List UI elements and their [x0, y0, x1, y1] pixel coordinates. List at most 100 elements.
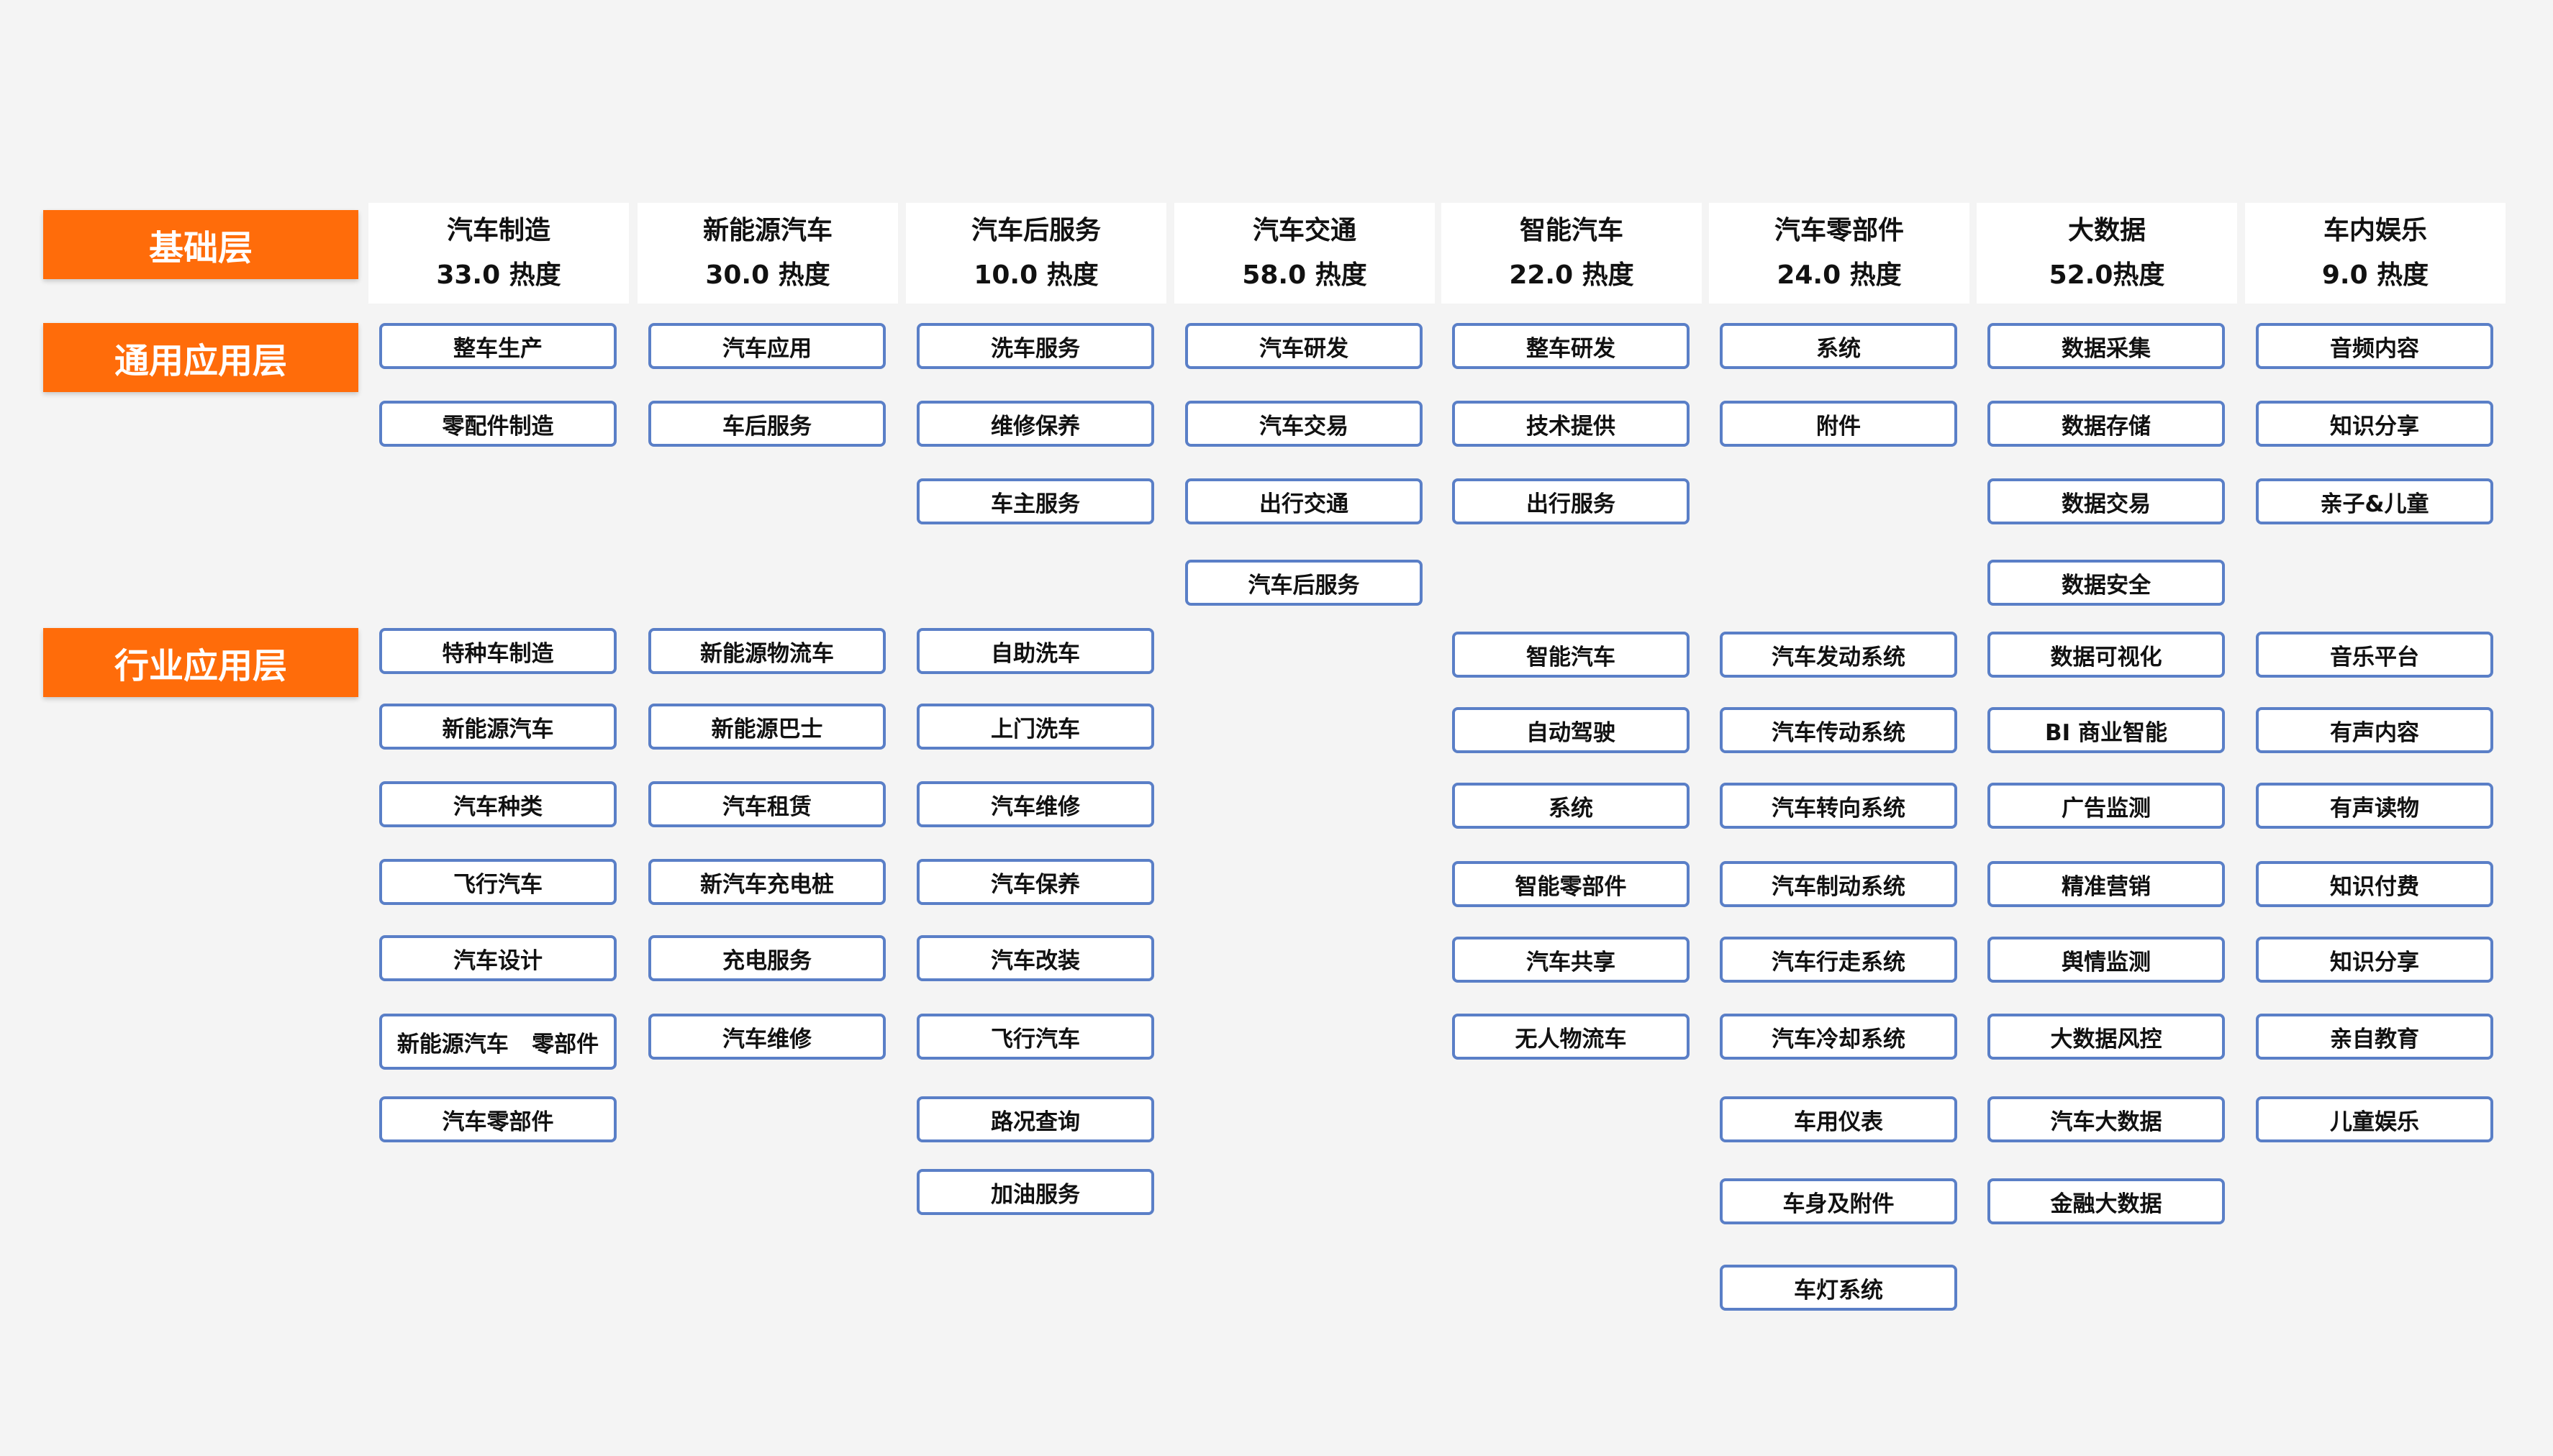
industry-app-node: 知识分享: [2256, 937, 2493, 983]
general-app-node: 车后服务: [648, 401, 886, 447]
general-app-node: 出行交通: [1185, 478, 1423, 524]
industry-app-node: 智能汽车: [1452, 632, 1690, 678]
industry-app-node: 汽车保养: [917, 859, 1154, 905]
industry-app-node: 汽车制动系统: [1720, 861, 1957, 907]
industry-app-node: 汽车零部件: [379, 1096, 617, 1142]
general-app-node: 数据安全: [1987, 560, 2225, 606]
column-header: 智能汽车 22.0 热度: [1441, 203, 1702, 304]
industry-app-node: 飞行汽车: [917, 1014, 1154, 1060]
heat-value: 30.0 热度: [705, 260, 830, 290]
industry-app-node: 广告监测: [1987, 783, 2225, 829]
industry-app-node: 无人物流车: [1452, 1014, 1690, 1060]
industry-app-node: 舆情监测: [1987, 937, 2225, 983]
column-title: 汽车制造: [446, 216, 550, 245]
industry-app-node: 系统: [1452, 783, 1690, 829]
column-header: 新能源汽车 30.0 热度: [638, 203, 898, 304]
industry-app-node: 精准营销: [1987, 861, 2225, 907]
industry-app-node: 特种车制造: [379, 628, 617, 674]
industry-app-node: 充电服务: [648, 935, 886, 981]
industry-app-node: 车身及附件: [1720, 1178, 1957, 1224]
general-app-node: 音频内容: [2256, 323, 2493, 369]
industry-app-node: 新汽车充电桩: [648, 859, 886, 905]
general-app-node: 洗车服务: [917, 323, 1154, 369]
industry-app-node: BI 商业智能: [1987, 707, 2225, 753]
industry-app-node: 知识付费: [2256, 861, 2493, 907]
general-app-node: 技术提供: [1452, 401, 1690, 447]
heat-value: 9.0 热度: [2321, 260, 2429, 290]
industry-app-node: 有声读物: [2256, 783, 2493, 829]
column-title: 车内娱乐: [2323, 216, 2427, 245]
industry-app-node: 金融大数据: [1987, 1178, 2225, 1224]
general-app-node: 数据采集: [1987, 323, 2225, 369]
column-title: 汽车交通: [1252, 216, 1356, 245]
industry-app-node: 车用仪表: [1720, 1096, 1957, 1142]
general-app-node: 整车研发: [1452, 323, 1690, 369]
column-title: 汽车零部件: [1774, 216, 1904, 245]
industry-app-node: 汽车租赁: [648, 781, 886, 827]
industry-app-node: 有声内容: [2256, 707, 2493, 753]
industry-app-node: 数据可视化: [1987, 632, 2225, 678]
general-app-node: 出行服务: [1452, 478, 1690, 524]
industry-app-node: 自动驾驶: [1452, 707, 1690, 753]
industry-app-node: 汽车大数据: [1987, 1096, 2225, 1142]
heat-value: 58.0 热度: [1242, 260, 1367, 290]
heat-value: 24.0 热度: [1777, 260, 1902, 290]
column-title: 大数据: [2067, 216, 2146, 245]
general-app-node: 数据交易: [1987, 478, 2225, 524]
industry-app-node: 大数据风控: [1987, 1014, 2225, 1060]
column-header: 大数据 52.0热度: [1977, 203, 2237, 304]
industry-app-node: 新能源物流车: [648, 628, 886, 674]
base-layer-label: 基础层: [43, 210, 358, 279]
industry-app-node: 新能源汽车 零部件: [379, 1014, 617, 1070]
heat-value: 22.0 热度: [1509, 260, 1634, 290]
general-app-node: 亲子&儿童: [2256, 478, 2493, 524]
industry-app-node: 路况查询: [917, 1096, 1154, 1142]
heat-value: 52.0热度: [2049, 260, 2165, 290]
industry-app-node: 汽车冷却系统: [1720, 1014, 1957, 1060]
general-app-node: 车主服务: [917, 478, 1154, 524]
general-app-node: 维修保养: [917, 401, 1154, 447]
industry-application-layer-label: 行业应用层: [43, 628, 358, 697]
column-header: 汽车制造 33.0 热度: [368, 203, 629, 304]
column-title: 智能汽车: [1519, 216, 1623, 245]
general-app-node: 汽车后服务: [1185, 560, 1423, 606]
general-app-node: 知识分享: [2256, 401, 2493, 447]
industry-app-node: 飞行汽车: [379, 859, 617, 905]
heat-value: 33.0 热度: [436, 260, 561, 290]
general-app-node: 数据存储: [1987, 401, 2225, 447]
industry-app-node: 新能源巴士: [648, 704, 886, 750]
industry-app-node: 音乐平台: [2256, 632, 2493, 678]
industry-app-node: 汽车改装: [917, 935, 1154, 981]
column-header: 汽车交通 58.0 热度: [1174, 203, 1435, 304]
column-title: 汽车后服务: [971, 216, 1101, 245]
column-header: 汽车零部件 24.0 热度: [1709, 203, 1969, 304]
industry-app-node: 汽车维修: [917, 781, 1154, 827]
industry-app-node: 汽车发动系统: [1720, 632, 1957, 678]
industry-app-node: 汽车行走系统: [1720, 937, 1957, 983]
industry-app-node: 智能零部件: [1452, 861, 1690, 907]
industry-app-node: 上门洗车: [917, 704, 1154, 750]
general-app-node: 附件: [1720, 401, 1957, 447]
general-app-node: 整车生产: [379, 323, 617, 369]
industry-app-node: 汽车维修: [648, 1014, 886, 1060]
general-app-node: 汽车交易: [1185, 401, 1423, 447]
industry-app-node: 汽车传动系统: [1720, 707, 1957, 753]
industry-app-node: 儿童娱乐: [2256, 1096, 2493, 1142]
general-app-node: 系统: [1720, 323, 1957, 369]
industry-app-node: 加油服务: [917, 1169, 1154, 1215]
column-header: 车内娱乐 9.0 热度: [2245, 203, 2506, 304]
industry-app-node: 新能源汽车: [379, 704, 617, 750]
column-title: 新能源汽车: [702, 216, 833, 245]
general-app-node: 汽车研发: [1185, 323, 1423, 369]
general-app-node: 零配件制造: [379, 401, 617, 447]
general-app-node: 汽车应用: [648, 323, 886, 369]
industry-app-node: 汽车设计: [379, 935, 617, 981]
industry-app-node: 自助洗车: [917, 628, 1154, 674]
industry-app-node: 亲自教育: [2256, 1014, 2493, 1060]
industry-app-node: 汽车共享: [1452, 937, 1690, 983]
general-application-layer-label: 通用应用层: [43, 323, 358, 392]
industry-app-node: 汽车种类: [379, 781, 617, 827]
industry-app-node: 车灯系统: [1720, 1265, 1957, 1311]
industry-app-node: 汽车转向系统: [1720, 783, 1957, 829]
